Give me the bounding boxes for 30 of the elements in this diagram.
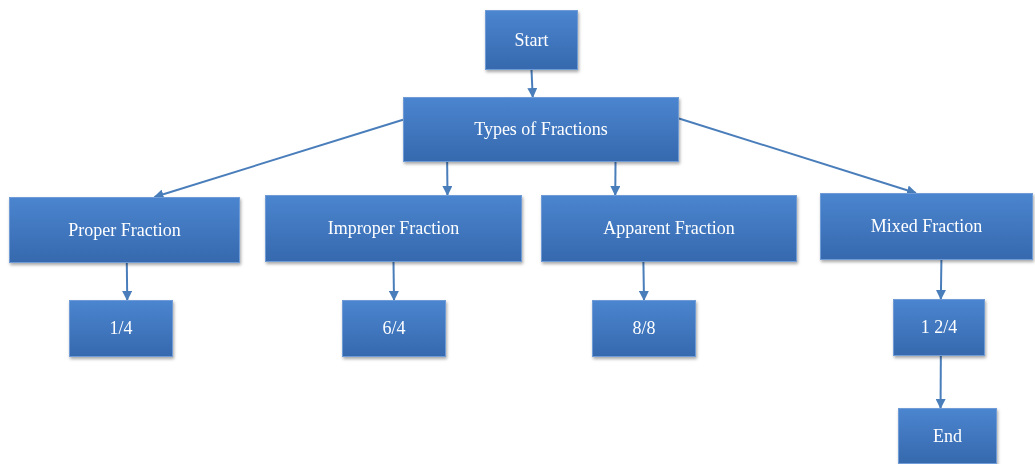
node-label: 8/8 <box>632 318 656 339</box>
node-label: Proper Fraction <box>68 219 181 241</box>
node-label: Mixed Fraction <box>870 216 983 237</box>
process-box <box>69 300 173 357</box>
node-label: Improper Fraction <box>327 218 460 239</box>
node-label: End <box>933 425 962 447</box>
arrow <box>388 261 399 301</box>
node-label: 6/4 <box>382 318 406 339</box>
node-label: Apparent Fraction <box>603 218 735 239</box>
node-label: 1/4 <box>109 318 133 339</box>
process-box <box>893 299 985 356</box>
process-box <box>820 193 1033 260</box>
node-label: Start <box>514 29 549 51</box>
arrow <box>935 355 946 409</box>
arrow <box>122 262 133 301</box>
process-box <box>898 408 997 464</box>
process-box <box>485 10 578 70</box>
node-label: Types of Fractions <box>474 119 608 140</box>
process-box <box>592 300 696 357</box>
process-box <box>265 195 522 262</box>
node-label: 1 2/4 <box>920 317 958 338</box>
process-box <box>541 195 797 262</box>
arrow <box>638 261 649 301</box>
arrow <box>610 161 621 196</box>
arrow <box>935 259 946 300</box>
arrow <box>442 161 453 196</box>
arrow <box>527 69 538 98</box>
process-box <box>403 97 679 162</box>
process-box <box>342 300 446 357</box>
process-box <box>9 197 240 263</box>
